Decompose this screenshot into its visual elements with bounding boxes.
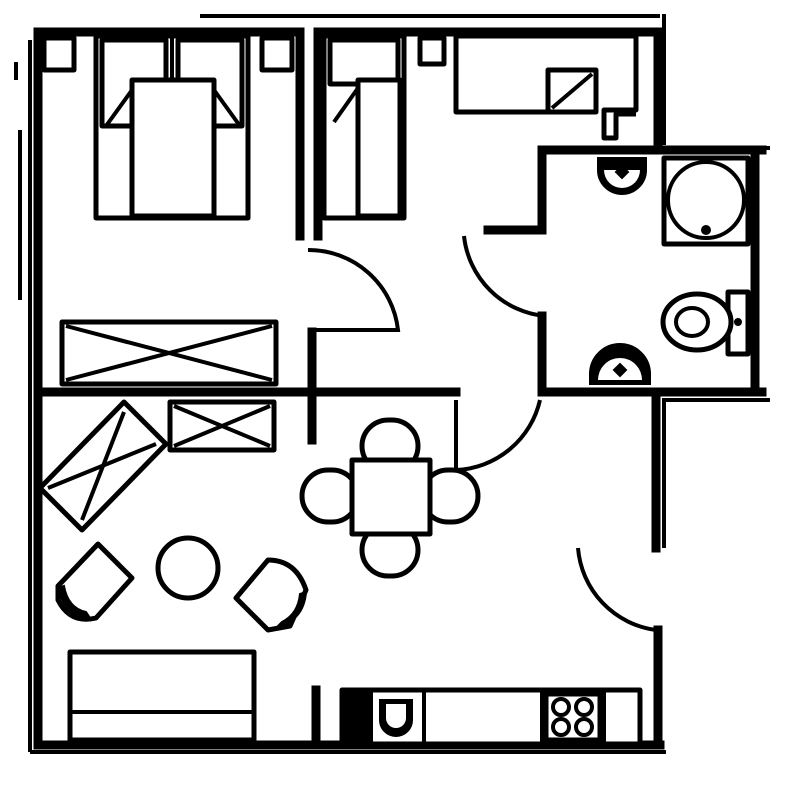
entrance-door-swing xyxy=(576,547,657,632)
living-door-swing xyxy=(455,399,542,472)
round-coffee-table xyxy=(155,535,221,601)
bathroom-door-swing xyxy=(462,235,546,318)
wardrobe-diagonal xyxy=(37,399,169,533)
bedroom-1 xyxy=(41,33,295,387)
nightstand-right xyxy=(259,35,295,73)
dining-table xyxy=(349,457,433,537)
doors xyxy=(307,235,657,632)
outer-wall-north-right xyxy=(313,27,663,241)
bedroom-door-swing xyxy=(307,247,401,332)
sofa xyxy=(67,649,257,743)
exterior-marks xyxy=(14,14,770,548)
wardrobe-desk xyxy=(453,33,639,141)
toilet xyxy=(660,289,751,357)
single-bed xyxy=(321,33,407,221)
west-mark xyxy=(14,62,22,300)
kitchen xyxy=(339,687,643,747)
washbasin-bottom xyxy=(589,343,651,385)
wardrobe-box xyxy=(167,399,277,453)
armchair-right xyxy=(233,557,309,633)
nightstand-left xyxy=(41,35,77,73)
bathroom xyxy=(589,155,751,385)
sink xyxy=(343,691,413,743)
shower xyxy=(661,155,751,247)
walls xyxy=(28,14,767,754)
armchair-left xyxy=(55,541,135,622)
dining-set xyxy=(299,417,481,579)
outer-wall-north-left xyxy=(33,27,305,241)
stove xyxy=(543,691,603,743)
desk xyxy=(59,319,279,387)
nightstand-small xyxy=(417,35,447,67)
washbasin-top xyxy=(597,157,647,195)
bedroom-2 xyxy=(321,33,639,221)
living-room xyxy=(37,399,481,743)
double-bed xyxy=(93,33,251,221)
